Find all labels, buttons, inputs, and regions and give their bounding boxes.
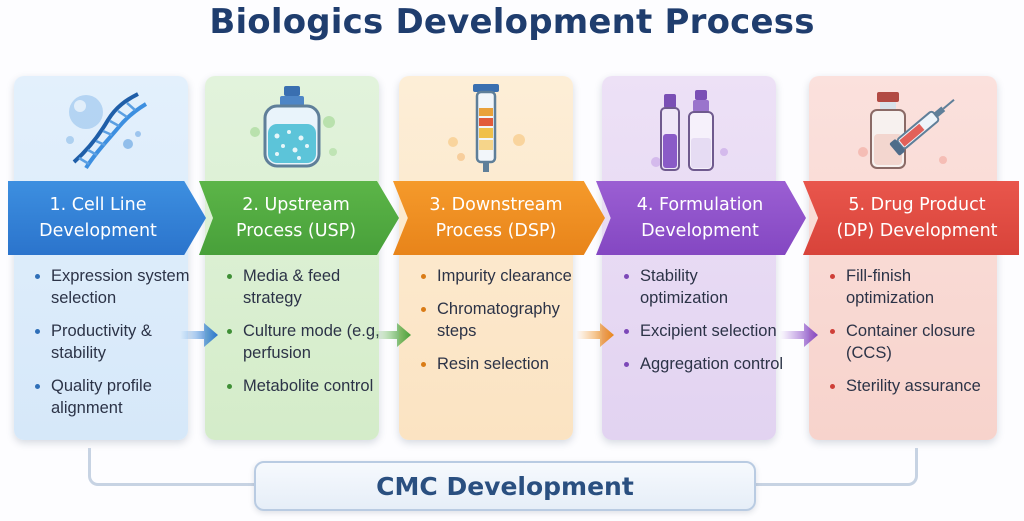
cmc-label: CMC Development — [376, 471, 634, 501]
list-item: Expression system selection — [33, 265, 193, 309]
step-banner-drug-product: 5. Drug Product (DP) Development — [803, 181, 1019, 255]
step-card-cell-line — [14, 76, 188, 440]
step-card-drug-product — [809, 76, 997, 440]
list-item: Stability optimization — [622, 265, 786, 309]
step-banner-formulation: 4. Formulation Development — [596, 181, 806, 255]
flow-arrow-icon — [780, 323, 818, 347]
step-card-formulation — [602, 76, 776, 440]
list-item: Container closure (CCS) — [828, 320, 996, 364]
step-label: 5. Drug Product (DP) Development — [836, 195, 998, 241]
list-item: Media & feed strategy — [225, 265, 385, 309]
page-title: Biologics Development Process — [209, 2, 815, 42]
step-bullets-downstream: Impurity clearance Chromatography steps … — [419, 265, 581, 386]
list-item: Excipient selection — [622, 320, 786, 342]
chromatography-column-icon — [399, 82, 573, 182]
bioreactor-icon — [205, 82, 379, 182]
vial-syringe-icon — [809, 82, 997, 182]
step-banner-downstream: 3. Downstream Process (DSP) — [393, 181, 605, 255]
step-bullets-cell-line: Expression system selection Productivity… — [33, 265, 193, 430]
flow-arrow-icon — [576, 323, 614, 347]
list-item: Impurity clearance — [419, 265, 581, 287]
list-item: Productivity & stability — [33, 320, 193, 364]
step-banner-cell-line: 1. Cell Line Development — [8, 181, 206, 255]
list-item: Aggregation control — [622, 353, 786, 375]
step-label: 2. Upstream Process (USP) — [235, 195, 357, 241]
flow-arrow-icon — [180, 323, 218, 347]
list-item: Resin selection — [419, 353, 581, 375]
list-item: Fill-finish optimization — [828, 265, 996, 309]
step-bullets-upstream: Media & feed strategy Culture mode (e.g,… — [225, 265, 385, 408]
step-bullets-drug-product: Fill-finish optimization Container closu… — [828, 265, 996, 408]
list-item: Sterility assurance — [828, 375, 996, 397]
step-banner-upstream: 2. Upstream Process (USP) — [199, 181, 399, 255]
step-bullets-formulation: Stability optimization Excipient selecti… — [622, 265, 786, 386]
dna-icon — [14, 82, 188, 182]
cmc-development-label: CMC Development — [254, 461, 756, 511]
list-item: Metabolite control — [225, 375, 385, 397]
list-item: Culture mode (e.g, perfusion — [225, 320, 385, 364]
list-item: Chromatography steps — [419, 298, 581, 342]
step-label: 1. Cell Line Development — [39, 195, 157, 241]
step-label: 4. Formulation Development — [636, 195, 764, 241]
step-card-downstream — [399, 76, 573, 440]
list-item: Quality profile alignment — [33, 375, 193, 419]
flow-arrow-icon — [373, 323, 411, 347]
step-label: 3. Downstream Process (DSP) — [429, 195, 563, 241]
vials-icon — [602, 82, 776, 182]
step-card-upstream — [205, 76, 379, 440]
